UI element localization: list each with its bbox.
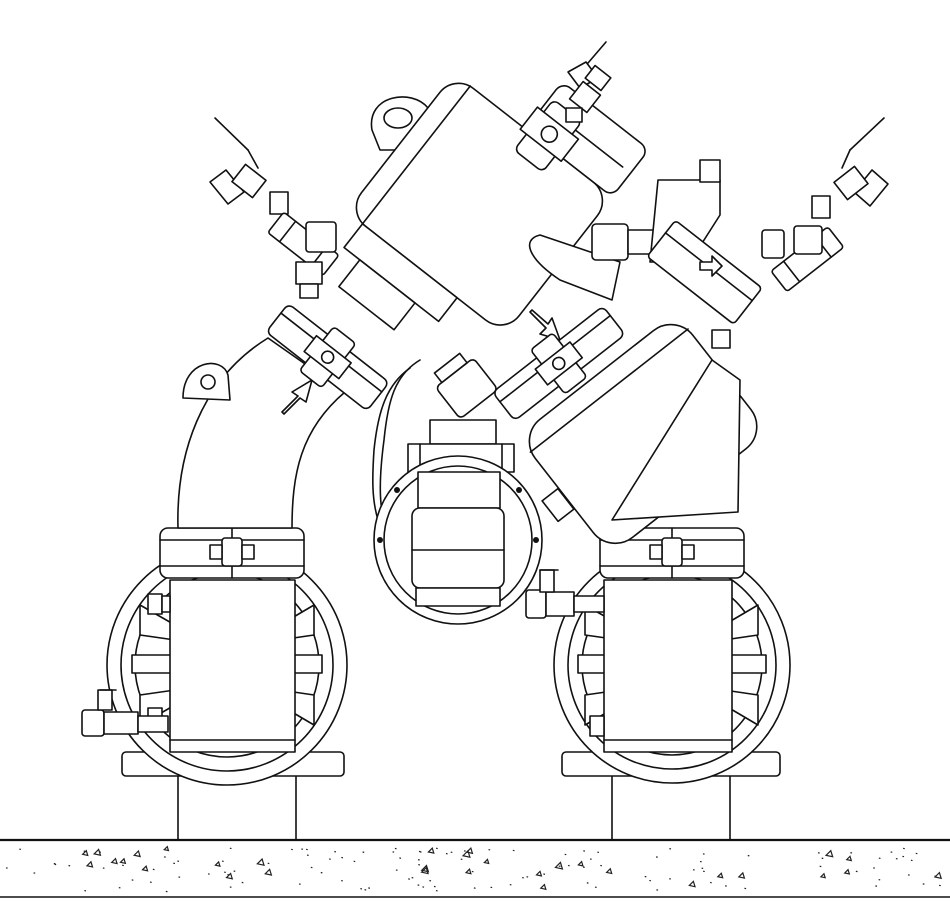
aggregate-speck (688, 880, 696, 888)
lifting-lug-icon (182, 362, 231, 401)
flow-arrow-icon (529, 309, 561, 341)
aggregate-speck (264, 868, 273, 876)
aggregate-speck (605, 867, 613, 875)
second-check-body (494, 234, 758, 545)
left-gate-body (169, 579, 296, 753)
aggregate-speck (427, 847, 435, 854)
left-test-ball-valve (81, 689, 169, 737)
left-inlet-elbow (177, 305, 388, 529)
aggregate-speck (464, 868, 472, 875)
aggregate-speck (819, 872, 827, 879)
bypass-meter (591, 159, 785, 324)
aggregate-speck (163, 845, 170, 852)
aggregate-speck (716, 872, 724, 879)
left-grooved-coupling (159, 527, 305, 579)
aggregate-speck (845, 855, 853, 862)
aggregate-speck (933, 871, 943, 880)
aggregate-speck (577, 860, 584, 867)
aggregate-speck (214, 860, 221, 867)
aggregate-speck (132, 849, 141, 858)
aggregate-speck (483, 858, 490, 865)
aggregate-speck (119, 857, 127, 865)
aggregate-speck (110, 857, 118, 865)
right-riser-assembly (525, 527, 791, 841)
aggregate-speck (843, 868, 851, 875)
aggregate-speck (461, 849, 471, 859)
aggregate-speck (420, 866, 429, 875)
right-test-ball-valve (525, 569, 605, 619)
left-upper-test-ball-valve (209, 117, 339, 299)
relief-valve (372, 352, 543, 625)
concrete-ground (0, 838, 950, 898)
second-check-flange (494, 307, 624, 420)
aggregate-speck (81, 849, 89, 857)
top-test-ball-valve (565, 41, 612, 123)
right-gate-body (603, 579, 733, 753)
aggregate-speck (465, 846, 474, 855)
aggregate-speck (225, 872, 234, 880)
flow-arrow-icon (699, 255, 723, 277)
left-riser-assembly (81, 527, 348, 841)
right-upper-test-ball-valve (771, 117, 889, 292)
aggregate-speck (420, 864, 430, 873)
aggregate-speck (92, 848, 102, 857)
right-grooved-coupling (599, 527, 745, 579)
aggregate-speck (535, 870, 543, 877)
aggregate-speck (85, 860, 94, 868)
flow-arrow-icon (281, 379, 313, 415)
aggregate-speck (256, 857, 265, 867)
aggregate-speck (824, 849, 834, 858)
left-elbow-flange (267, 305, 388, 410)
aggregate-speck (737, 871, 746, 879)
aggregate-speck (539, 883, 547, 891)
aggregate-speck (141, 865, 149, 872)
aggregate-speck (554, 861, 564, 870)
